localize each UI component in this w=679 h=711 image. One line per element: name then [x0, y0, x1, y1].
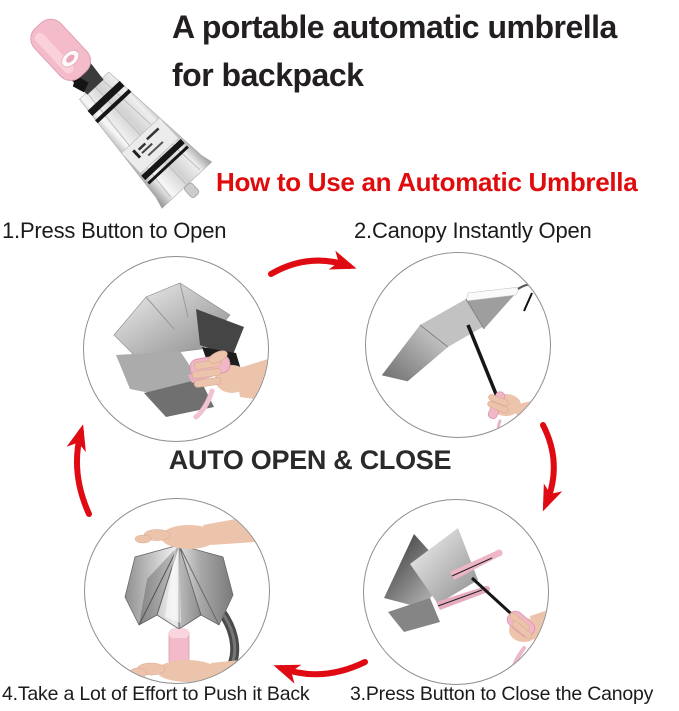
- step-1-circle: [83, 256, 269, 442]
- page-title-line1: A portable automatic umbrella: [172, 9, 617, 45]
- arrow-step2-to-step3: [540, 422, 563, 512]
- step-4-circle: [84, 498, 270, 684]
- product-photo-folded-umbrella-icon: [30, 18, 213, 209]
- step-1-label: 1.Press Button to Open: [2, 218, 227, 243]
- page-title-line2: for backpack: [172, 57, 364, 93]
- arrow-step3-to-step4: [273, 659, 368, 684]
- step-2-circle: [365, 252, 551, 438]
- step-2-label: 2.Canopy Instantly Open: [354, 218, 592, 243]
- arrow-step4-to-step1: [66, 424, 92, 517]
- step-3-illustration-collapsing-umbrella-icon: [384, 528, 548, 679]
- step-4-illustration-hands-pushing-umbrella-icon: [124, 513, 269, 683]
- step-1-illustration-folded-umbrella-hand-icon: [113, 282, 268, 420]
- arrow-step1-to-step2: [268, 250, 357, 277]
- step-3-circle: [363, 499, 549, 685]
- step-2-illustration-open-umbrella-icon: [381, 283, 550, 436]
- step-3-label: 3.Press Button to Close the Canopy: [350, 683, 654, 705]
- page-title: A portable automatic umbrella for backpa…: [172, 3, 677, 99]
- how-to-heading: How to Use an Automatic Umbrella: [216, 167, 638, 197]
- step-4-label: 4.Take a Lot of Effort to Push it Back: [2, 683, 310, 705]
- cycle-center-label: AUTO OPEN & CLOSE: [168, 445, 452, 475]
